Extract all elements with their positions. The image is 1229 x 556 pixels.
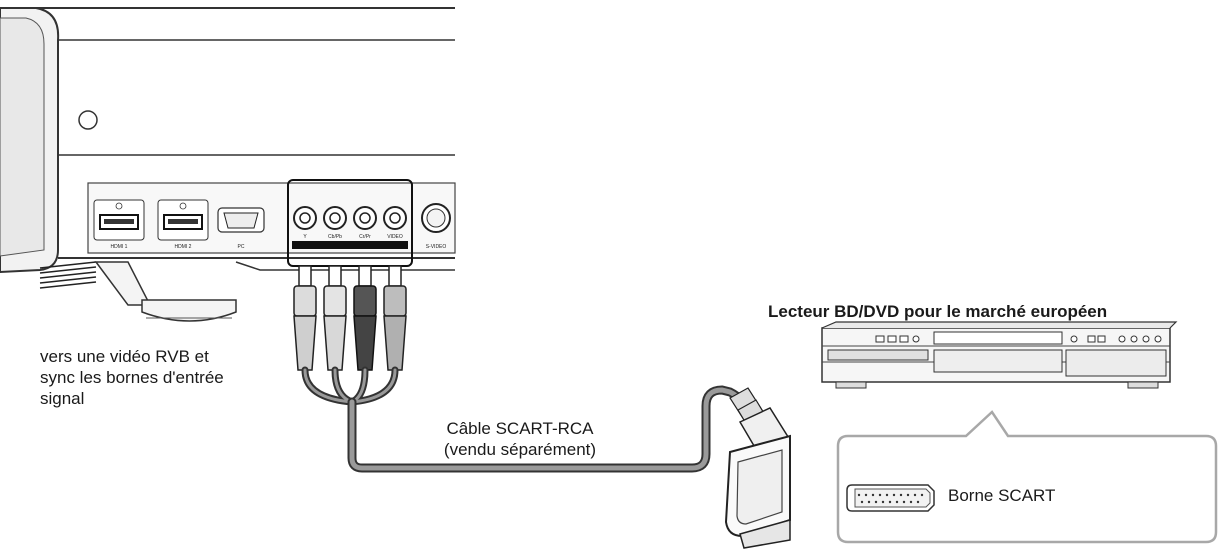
- video-label: VIDEO: [387, 234, 403, 240]
- y-label: Y: [303, 234, 307, 240]
- hdmi1-label: HDMI 1: [111, 244, 128, 250]
- rgb-input-label: vers une vidéo RVB et sync les bornes d'…: [40, 346, 340, 409]
- player-title: Lecteur BD/DVD pour le marché européen: [768, 302, 1108, 321]
- rgb-label-line-2: sync les bornes d'entrée: [40, 368, 224, 387]
- scart-socket-icon: [846, 484, 935, 512]
- cr-pr-jack: Cr/Pr: [353, 206, 377, 240]
- vent-grill-icon: [39, 261, 97, 289]
- rca-plugs: [293, 265, 407, 371]
- pc-label: PC: [238, 244, 245, 250]
- cable-label-line-2: (vendu séparément): [443, 440, 597, 459]
- hdmi2-label: HDMI 2: [175, 244, 192, 250]
- component-terminal-group: [287, 179, 413, 267]
- rca-plug-cb: [323, 265, 347, 371]
- y-jack: Y: [293, 206, 317, 240]
- s-video-port: S-VIDEO: [421, 203, 451, 250]
- cb-pb-jack: Cb/Pb: [323, 206, 347, 240]
- rca-jacks: Y Cb/Pb Cr/Pr VIDEO: [292, 206, 408, 249]
- s-video-label: S-VIDEO: [426, 244, 447, 250]
- hdmi1-port: HDMI 1: [93, 199, 145, 250]
- hdmi2-port: HDMI 2: [157, 199, 209, 250]
- bd-dvd-player-illustration: [821, 321, 1178, 389]
- video-jack: VIDEO: [383, 206, 407, 240]
- projector-foot: [141, 299, 237, 322]
- screw-icon: [78, 110, 98, 130]
- scart-terminal-label: Borne SCART: [948, 486, 1056, 505]
- cable-label-line-1: Câble SCART-RCA: [446, 419, 594, 438]
- cr-pr-label: Cr/Pr: [359, 234, 371, 240]
- projector-illustration: HDMI 1 HDMI 2 PC Y Cb/P: [0, 7, 456, 322]
- rgb-label-line-3: signal: [40, 389, 85, 408]
- rgb-label-line-1: vers une vidéo RVB et: [40, 347, 209, 366]
- rca-plug-video: [383, 265, 407, 371]
- scart-terminal-callout: [836, 410, 1218, 544]
- rca-plug-y: [293, 265, 317, 371]
- cb-pb-label: Cb/Pb: [328, 234, 342, 240]
- pc-port: PC: [217, 207, 265, 250]
- cable-label: Câble SCART-RCA (vendu séparément): [420, 418, 620, 460]
- scart-plug: [724, 387, 792, 549]
- rca-plug-cr: [353, 265, 377, 371]
